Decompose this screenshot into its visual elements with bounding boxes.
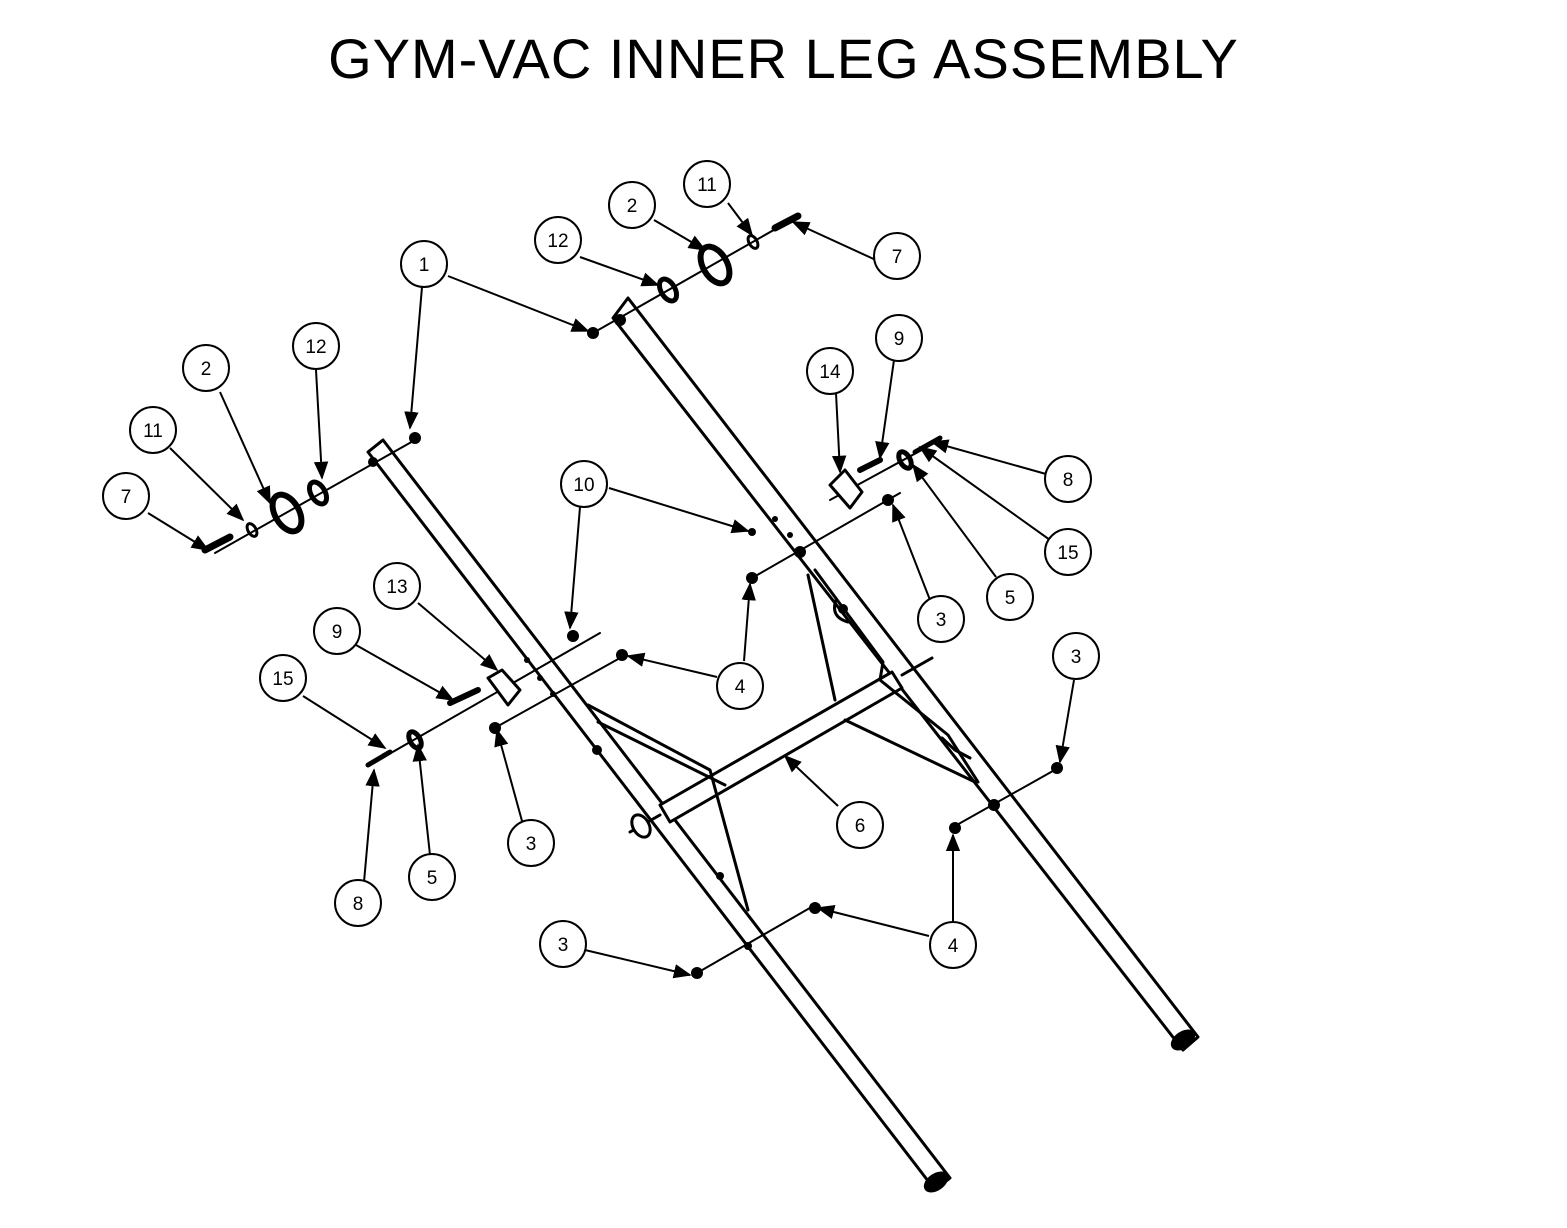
- svg-text:12: 12: [305, 337, 326, 358]
- upper-left-wheel: [201, 479, 330, 554]
- callout-9: 9: [313, 607, 361, 655]
- callout-1: 1: [400, 240, 448, 288]
- svg-text:3: 3: [558, 935, 569, 956]
- callout-14: 14: [806, 347, 854, 395]
- svg-text:7: 7: [121, 487, 132, 508]
- svg-text:11: 11: [143, 421, 163, 442]
- svg-text:9: 9: [332, 622, 343, 643]
- callout-11: 11: [129, 406, 177, 454]
- svg-text:14: 14: [819, 362, 841, 383]
- callout-10: 10: [560, 460, 608, 508]
- svg-text:6: 6: [855, 816, 866, 837]
- svg-text:8: 8: [1063, 470, 1074, 491]
- cross-tube: [628, 656, 934, 839]
- callout-7: 7: [102, 472, 150, 520]
- svg-text:13: 13: [386, 577, 407, 598]
- callout-13: 13: [373, 562, 421, 610]
- callout-4: 4: [929, 921, 977, 969]
- callout-3: 3: [917, 595, 965, 643]
- callout-11: 11: [683, 160, 731, 208]
- svg-text:10: 10: [573, 475, 594, 496]
- callout-12: 12: [534, 216, 582, 264]
- right-leg-tube: [611, 296, 1200, 1052]
- callout-5: 5: [408, 853, 456, 901]
- callout-15: 15: [259, 654, 307, 702]
- callout-4: 4: [716, 662, 764, 710]
- svg-text:4: 4: [948, 936, 959, 957]
- svg-text:7: 7: [892, 247, 903, 268]
- callout-12: 12: [292, 322, 340, 370]
- svg-text:3: 3: [526, 834, 537, 855]
- callout-6: 6: [836, 801, 884, 849]
- callout-3: 3: [507, 819, 555, 867]
- svg-text:3: 3: [936, 610, 947, 631]
- svg-text:4: 4: [735, 677, 746, 698]
- svg-text:9: 9: [894, 329, 905, 350]
- callout-8: 8: [1044, 455, 1092, 503]
- fasteners: [409, 327, 1063, 979]
- svg-text:8: 8: [353, 894, 364, 915]
- callout-5: 5: [986, 573, 1034, 621]
- svg-text:5: 5: [427, 868, 438, 889]
- upper-right-wheel: [656, 212, 802, 304]
- callout-15: 15: [1044, 528, 1092, 576]
- diagram-title: GYM-VAC INNER LEG ASSEMBLY: [328, 27, 1239, 90]
- svg-text:15: 15: [272, 669, 293, 690]
- callout-9: 9: [875, 314, 923, 362]
- callout-8: 8: [334, 879, 382, 927]
- svg-text:15: 15: [1057, 543, 1078, 564]
- callout-2: 2: [608, 181, 656, 229]
- svg-text:2: 2: [201, 359, 212, 380]
- svg-text:3: 3: [1071, 647, 1082, 668]
- left-bracket: [365, 668, 522, 768]
- callout-2: 2: [182, 344, 230, 392]
- callout-3: 3: [539, 920, 587, 968]
- svg-text:11: 11: [697, 175, 717, 196]
- callout-7: 7: [873, 232, 921, 280]
- svg-text:12: 12: [547, 231, 568, 252]
- svg-text:5: 5: [1005, 588, 1016, 609]
- leader-lines: [147, 202, 1075, 979]
- svg-text:2: 2: [627, 196, 638, 217]
- callout-3: 3: [1052, 632, 1100, 680]
- leg-bracing: [586, 568, 980, 912]
- svg-text:1: 1: [419, 255, 430, 276]
